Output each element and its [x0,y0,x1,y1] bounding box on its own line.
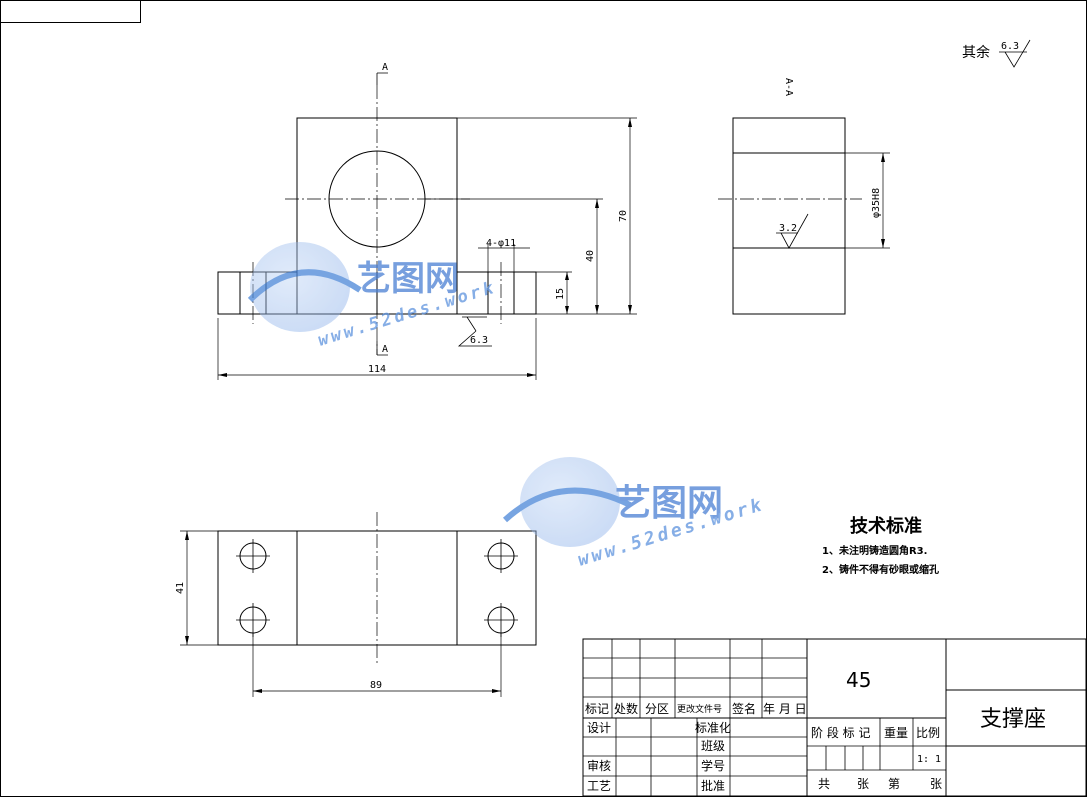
svg-text:3.2: 3.2 [779,223,797,234]
svg-text:1: 1: 1: 1 [917,754,941,765]
top-view: 89 41 [175,512,537,697]
svg-text:学号: 学号 [701,758,725,773]
svg-text:班级: 班级 [701,739,725,753]
svg-text:比例: 比例 [916,726,940,740]
svg-text:2、铸件不得有砂眼或缩孔: 2、铸件不得有砂眼或缩孔 [822,563,939,576]
svg-text:45: 45 [846,668,871,692]
svg-text:批准: 批准 [701,778,725,793]
tech-requirements: 技术标准 1、未注明铸造圆角R3. 2、铸件不得有砂眼或缩孔 [822,515,939,576]
svg-text:分区: 分区 [645,702,669,716]
svg-text:处数: 处数 [614,701,638,716]
side-view: A-A φ35H8 3.2 [718,78,890,315]
svg-text:艺图网: 艺图网 [357,259,459,299]
svg-text:15: 15 [555,288,566,300]
svg-text:艺图网: 艺图网 [615,483,723,524]
corner-label-box [0,0,141,23]
front-view: A A 114 70 40 15 4-φ11 6.3 [217,62,637,380]
svg-text:张: 张 [930,777,942,791]
svg-text:第: 第 [888,777,900,791]
svg-text:设计: 设计 [587,721,611,735]
watermark-logo-2: 艺图网 www.52des.work [502,457,767,571]
svg-text:重量: 重量 [884,726,908,740]
svg-text:89: 89 [370,680,382,691]
svg-text:张: 张 [857,777,869,791]
svg-text:共: 共 [818,777,830,791]
watermark-logo-1: 艺图网 www.52des.work [247,242,499,351]
svg-text:审核: 审核 [587,758,611,773]
svg-text:6.3: 6.3 [470,335,488,346]
general-roughness-note: 其余 6.3 [962,39,1031,68]
svg-text:40: 40 [585,250,596,262]
svg-text:工艺: 工艺 [587,779,611,793]
svg-text:标记: 标记 [585,702,609,716]
svg-text:A-A: A-A [783,78,794,96]
svg-text:φ35H8: φ35H8 [871,188,882,218]
svg-text:A: A [382,344,388,355]
svg-text:41: 41 [175,582,186,594]
svg-text:签名: 签名 [732,701,756,716]
svg-text:1、未注明铸造圆角R3.: 1、未注明铸造圆角R3. [822,544,927,557]
svg-text:4-φ11: 4-φ11 [486,238,516,249]
svg-text:阶 段 标 记: 阶 段 标 记 [811,725,870,740]
svg-text:6.3: 6.3 [1001,41,1019,52]
svg-text:70: 70 [618,210,629,222]
svg-text:其余: 其余 [962,44,990,61]
svg-text:A: A [382,62,388,73]
title-block: 标记 处数 分区 更改文件号 签名 年 月 日 设计 审核 工艺 标准化 班级 … [582,638,1087,797]
svg-text:支撑座: 支撑座 [980,707,1046,732]
svg-text:114: 114 [368,364,386,375]
svg-text:标准化: 标准化 [695,721,731,735]
svg-text:年 月 日: 年 月 日 [763,702,807,716]
svg-text:更改文件号: 更改文件号 [677,703,722,715]
svg-text:技术标准: 技术标准 [850,515,922,537]
